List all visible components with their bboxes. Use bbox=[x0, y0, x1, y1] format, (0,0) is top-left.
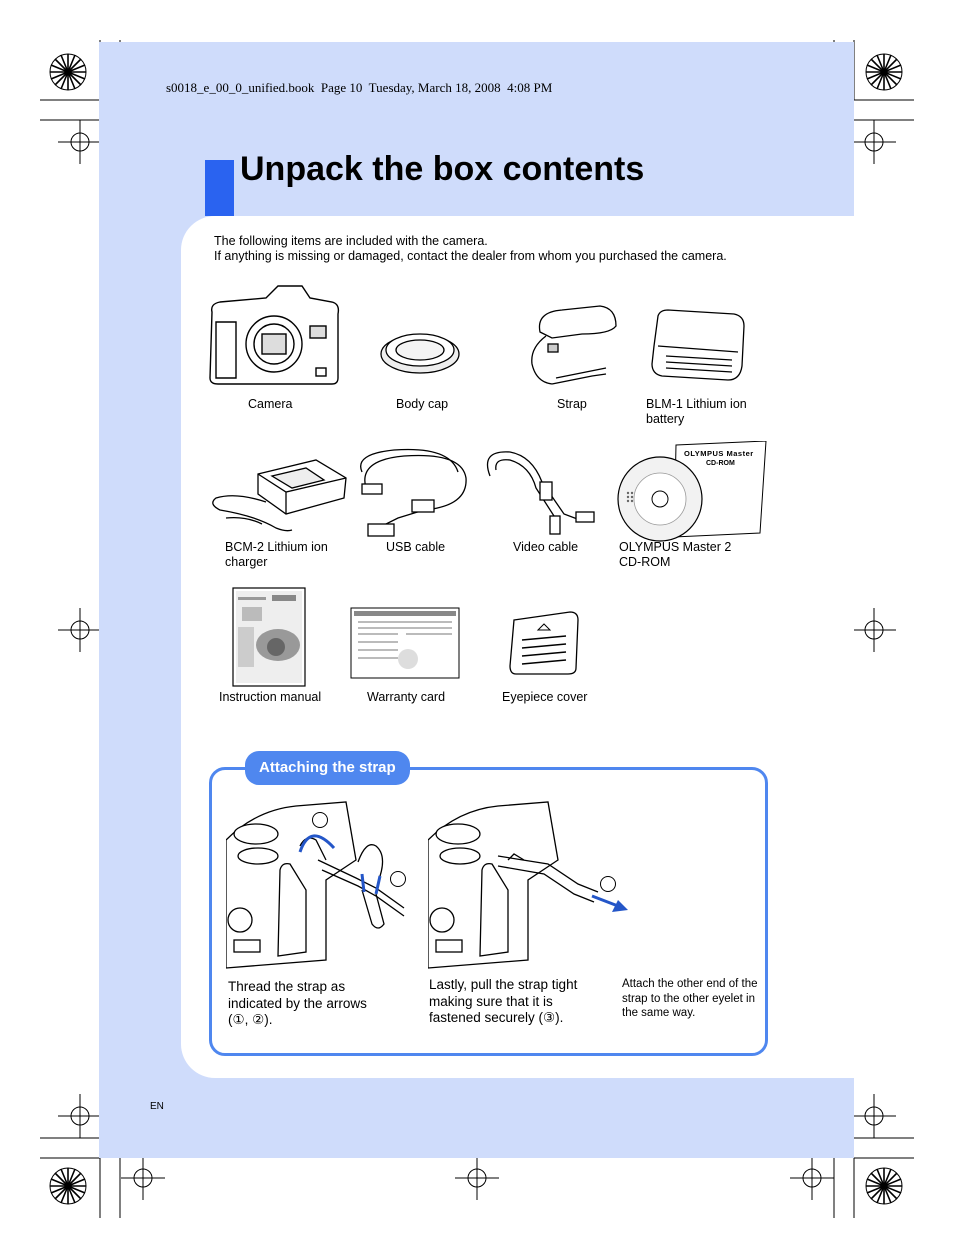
cd-sleeve-shape bbox=[617, 441, 767, 542]
usb-cable-icon bbox=[360, 448, 467, 537]
intro-line-1: The following items are included with th… bbox=[214, 234, 488, 248]
print-header: s0018_e_00_0_unified.book Page 10 Tuesda… bbox=[166, 80, 553, 95]
video-cable-icon bbox=[486, 451, 595, 535]
title-accent-bar bbox=[205, 160, 234, 216]
step-marker-2 bbox=[390, 871, 406, 887]
intro-line-2: If anything is missing or damaged, conta… bbox=[214, 249, 727, 263]
item-label-body-cap: Body cap bbox=[396, 397, 449, 411]
step1-text: Thread the strap as indicated by the arr… bbox=[228, 979, 367, 1027]
strap-threading-illustration bbox=[226, 801, 405, 969]
item-label-warranty-card: Warranty card bbox=[367, 690, 446, 704]
cd-rom-icon: OLYMPUS Master CD-ROM bbox=[614, 441, 770, 545]
charger-icon bbox=[212, 459, 347, 532]
item-label-cd-rom: OLYMPUS Master 2 CD-ROM bbox=[619, 540, 732, 569]
step3-text: Attach the other end of the strap to the… bbox=[622, 978, 758, 1019]
item-label-manual: Instruction manual bbox=[219, 690, 322, 704]
item-label-charger: BCM-2 Lithium ion charger bbox=[225, 540, 328, 569]
step2-text: Lastly, pull the strap tight making sure… bbox=[429, 977, 578, 1025]
warranty-card-icon bbox=[350, 607, 460, 679]
item-label-video-cable: Video cable bbox=[513, 540, 579, 554]
body-cap-icon bbox=[380, 333, 460, 374]
item-label-eyepiece-cover: Eyepiece cover bbox=[502, 690, 588, 704]
eyepiece-cover-icon bbox=[509, 611, 579, 675]
manual-icon bbox=[232, 587, 306, 687]
cd-sleeve-sub: CD-ROM bbox=[706, 460, 735, 467]
strap-icon bbox=[531, 305, 617, 385]
intro-text: The following items are included with th… bbox=[214, 234, 727, 264]
camera-icon bbox=[209, 285, 340, 385]
item-label-usb-cable: USB cable bbox=[386, 540, 446, 554]
item-label-camera: Camera bbox=[248, 397, 293, 411]
strap-section-heading: Attaching the strap bbox=[245, 751, 410, 785]
cd-sleeve-brand: OLYMPUS Master bbox=[684, 449, 754, 458]
step-marker-3 bbox=[600, 876, 616, 892]
page-language-tag: EN bbox=[150, 1101, 164, 1112]
item-label-strap: Strap bbox=[557, 397, 587, 411]
strap-tighten-illustration bbox=[428, 801, 628, 969]
page-title: Unpack the box contents bbox=[240, 150, 645, 188]
battery-icon bbox=[651, 309, 745, 381]
step-marker-1 bbox=[312, 812, 328, 828]
item-label-battery: BLM-1 Lithium ion battery bbox=[646, 397, 747, 426]
